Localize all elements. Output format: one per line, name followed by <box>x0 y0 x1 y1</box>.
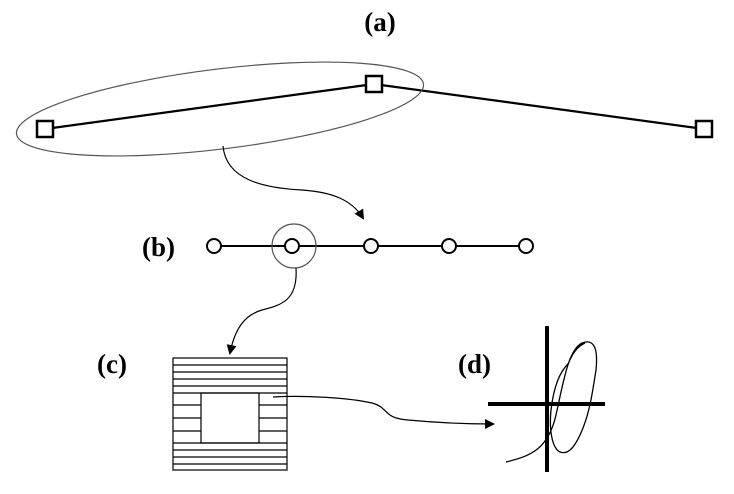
section-outline <box>172 357 288 471</box>
node-square-right <box>694 119 714 139</box>
integration-point-5 <box>518 238 534 254</box>
arrow-c-to-d <box>272 395 495 429</box>
label-b: (b) <box>142 232 175 262</box>
label-c: (c) <box>97 349 127 379</box>
node-square-middle <box>364 74 384 94</box>
label-d: (d) <box>458 349 491 379</box>
arrow-a-to-b <box>222 145 365 220</box>
hysteresis-plot <box>488 326 605 472</box>
integration-point-1 <box>206 238 222 254</box>
node-square-left <box>35 119 55 139</box>
label-a: (a) <box>364 7 395 37</box>
integration-point-2 <box>284 238 300 254</box>
fiber-section <box>172 357 288 471</box>
arrow-b-to-c <box>226 267 297 355</box>
beam-element-left <box>44 82 375 131</box>
panel-a-frame <box>15 61 714 157</box>
hysteresis-curve <box>505 341 598 463</box>
beam-element-right <box>373 82 705 131</box>
selection-circle-b <box>271 223 317 269</box>
integration-point-3 <box>363 238 379 254</box>
integration-point-4 <box>441 238 457 254</box>
selection-ellipse-a <box>15 61 425 157</box>
panel-b-element <box>206 223 534 269</box>
section-core <box>200 392 260 444</box>
